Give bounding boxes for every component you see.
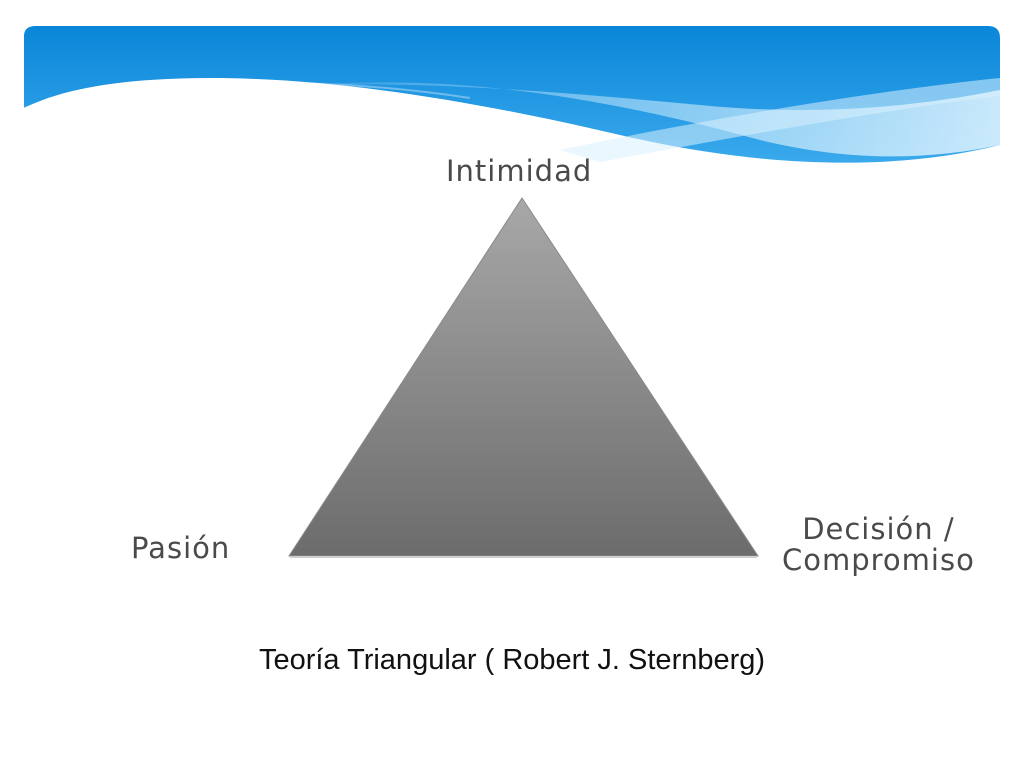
vertex-label-decision-compromiso: Decisión / Compromiso (782, 512, 975, 578)
vertex-label-pasion: Pasión (131, 531, 231, 565)
vertex-label-decision: Decisión / (802, 512, 955, 546)
header-wave-banner (23, 26, 1000, 163)
vertex-label-compromiso: Compromiso (782, 543, 975, 578)
vertex-label-intimidad: Intimidad (446, 154, 593, 188)
triangle-shape (288, 197, 759, 557)
slide-caption: Teoría Triangular ( Robert J. Sternberg) (258, 644, 766, 676)
